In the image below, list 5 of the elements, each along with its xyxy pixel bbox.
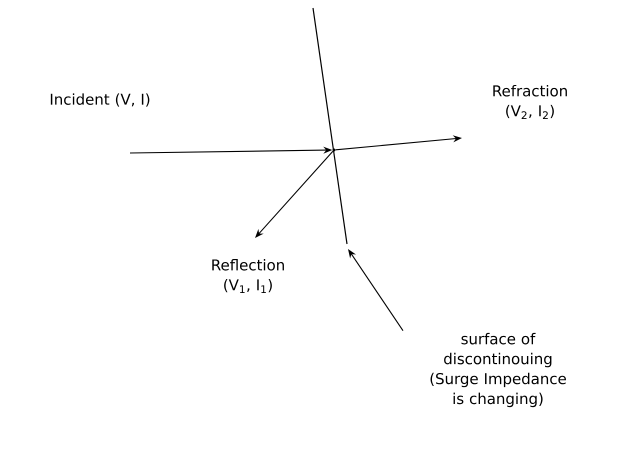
label-text: Reflection (V$_{1}$, I$_{1}$) bbox=[212, 259, 284, 293]
junction-point bbox=[332, 148, 336, 152]
label-text: Incident (V, I) bbox=[50, 93, 150, 107]
label-text: Refraction (V$_{2}$, I$_{2}$) bbox=[493, 84, 567, 120]
annotation-text: surface of discontinouing (Surge Impedance is changing) bbox=[430, 332, 566, 408]
